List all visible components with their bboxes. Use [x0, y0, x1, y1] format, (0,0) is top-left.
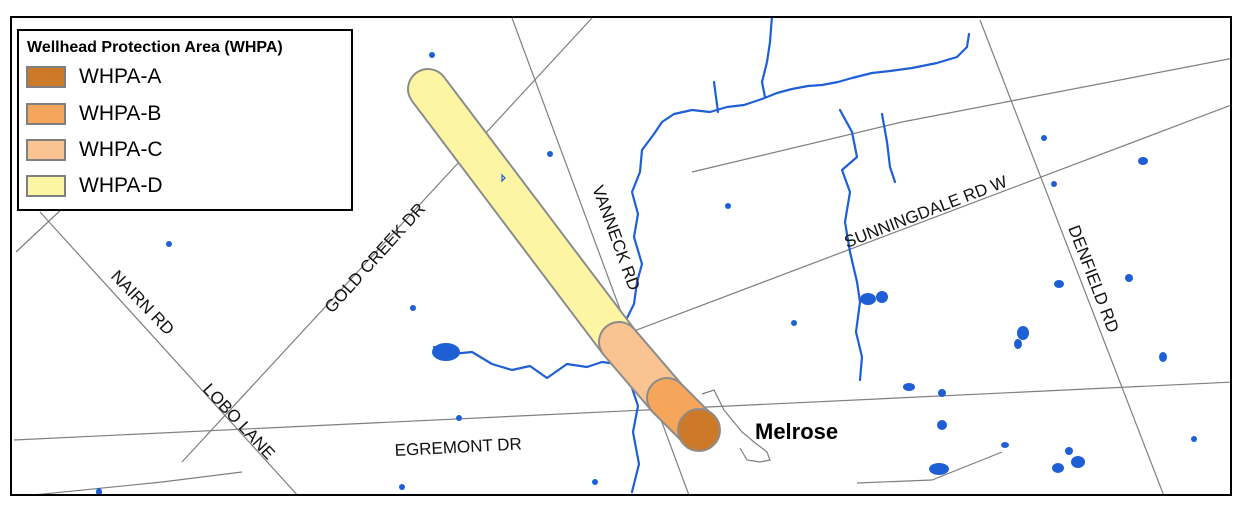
pond: [937, 420, 947, 430]
legend-title: Wellhead Protection Area (WHPA): [27, 39, 283, 56]
pond: [1041, 135, 1047, 141]
pond: [1065, 447, 1073, 455]
pond: [166, 241, 172, 247]
road-east-lower: [856, 451, 1003, 484]
label-denfield-rd: DENFIELD RD: [1064, 223, 1122, 336]
legend-label-whpa-b: WHPA-B: [79, 102, 162, 125]
pond: [456, 415, 462, 421]
pond: [929, 463, 949, 475]
pond: [1054, 280, 1064, 288]
pond: [903, 383, 915, 391]
whpa-a-zone: [677, 408, 721, 452]
road-ne-branch: [691, 58, 1230, 173]
stream-west: [432, 345, 619, 380]
pond: [1138, 157, 1148, 165]
legend-label-whpa-c: WHPA-C: [79, 138, 163, 161]
pond: [938, 389, 946, 397]
road-sw-corner: [37, 471, 243, 494]
legend-swatch-whpa-b: [26, 103, 66, 125]
pond: [1014, 339, 1022, 349]
label-egremont-dr: EGREMONT DR: [394, 434, 522, 460]
pond: [1230, 31, 1232, 39]
water-bodies: [96, 31, 1232, 494]
pond: [876, 291, 888, 303]
pond: [399, 484, 405, 490]
map-canvas[interactable]: NAIRN RD LOBO LANE GOLD CREEK DR VANNECK…: [12, 18, 1232, 496]
road-melrose-loop: [701, 389, 771, 463]
label-nairn-rd: NAIRN RD: [107, 267, 178, 339]
pond: [592, 479, 598, 485]
wetland-mark: [501, 173, 506, 183]
pond: [1051, 181, 1057, 187]
legend-swatch-whpa-a: [26, 66, 66, 88]
pond: [725, 203, 731, 209]
legend-item-whpa-c: WHPA-C: [26, 137, 326, 167]
label-melrose: Melrose: [755, 419, 838, 444]
label-lobo-lane: LOBO LANE: [199, 380, 279, 463]
pond: [1191, 436, 1197, 442]
pond: [1071, 456, 1085, 468]
road-denfield: [979, 19, 1164, 494]
road-network: [13, 18, 1230, 494]
legend-label-whpa-a: WHPA-A: [79, 65, 162, 88]
pond: [547, 151, 553, 157]
pond: [791, 320, 797, 326]
legend-item-whpa-a: WHPA-A: [26, 64, 326, 94]
label-gold-creek-dr: GOLD CREEK DR: [321, 199, 429, 316]
road-egremont: [13, 381, 1230, 441]
pond: [432, 343, 460, 361]
label-sunningdale-rd: SUNNINGDALE RD W: [842, 172, 1010, 252]
legend-item-whpa-b: WHPA-B: [26, 101, 326, 131]
pond: [1159, 352, 1167, 362]
pond: [429, 52, 435, 58]
legend-item-whpa-d: WHPA-D: [26, 173, 326, 203]
pond: [860, 293, 876, 305]
road-gold-creek: [181, 18, 593, 463]
pond: [1125, 274, 1133, 282]
pond: [1052, 463, 1064, 473]
pond: [96, 488, 102, 494]
stream-branch-1: [712, 80, 720, 114]
map-frame: NAIRN RD LOBO LANE GOLD CREEK DR VANNECK…: [10, 16, 1232, 496]
whpa-d-zone: [409, 70, 638, 361]
legend: Wellhead Protection Area (WHPA) WHPA-A W…: [17, 29, 353, 211]
whpa-zones: [407, 68, 721, 452]
road-nairn: [39, 211, 298, 494]
stream-branch-3: [838, 108, 864, 382]
stream-branch-4: [880, 112, 897, 184]
pond: [410, 305, 416, 311]
legend-swatch-whpa-c: [26, 139, 66, 161]
pond: [1017, 326, 1029, 340]
legend-label-whpa-d: WHPA-D: [79, 174, 163, 197]
label-vanneck-rd: VANNECK RD: [588, 183, 644, 293]
pond: [1001, 442, 1009, 448]
stream-branch-2: [760, 18, 773, 99]
legend-swatch-whpa-d: [26, 175, 66, 197]
road-sunningdale: [625, 104, 1230, 335]
